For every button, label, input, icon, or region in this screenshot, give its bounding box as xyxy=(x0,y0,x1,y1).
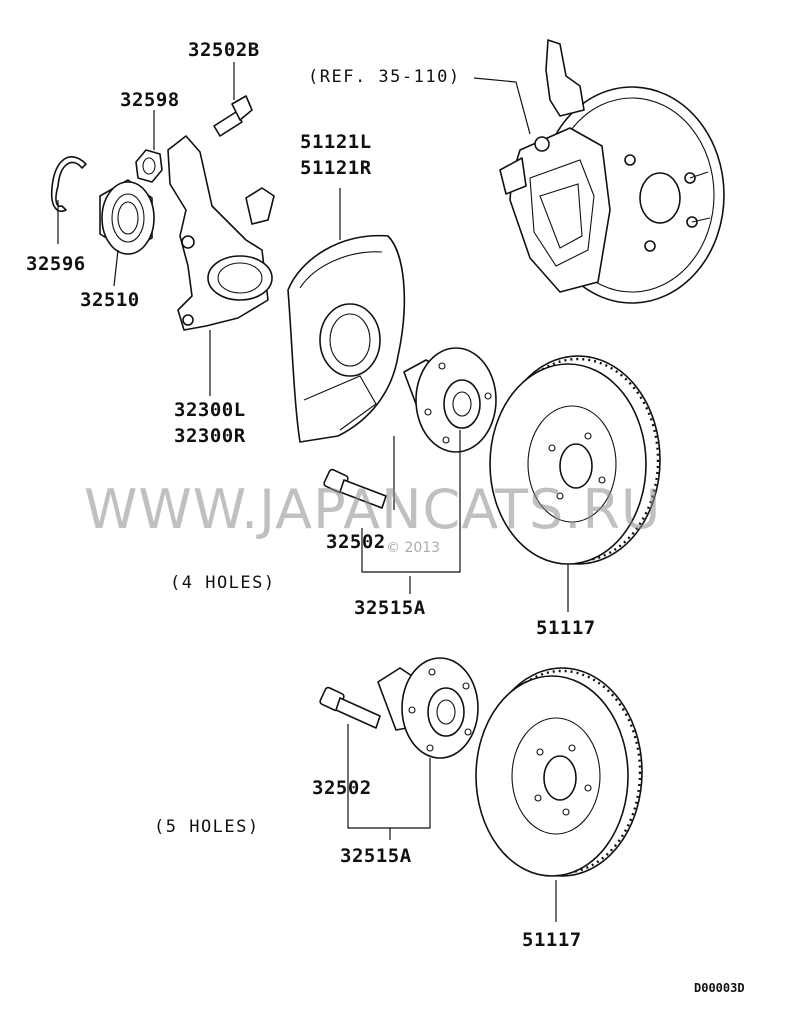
bolt-32502B-illustration xyxy=(213,95,253,137)
snap-ring-illustration xyxy=(50,156,87,212)
note-four-holes: (4 HOLES) xyxy=(170,573,276,593)
hub-4-holes-illustration xyxy=(403,347,497,453)
steering-knuckle-illustration xyxy=(167,135,275,331)
dust-cover-illustration xyxy=(287,234,406,443)
part-label-hub-assy-1: 32515A xyxy=(354,597,426,619)
reference-note: (REF. 35-110) xyxy=(308,67,461,87)
brake-disc-2-illustration xyxy=(475,667,643,877)
part-label-disc-2: 51117 xyxy=(522,929,582,951)
hub-5-holes-illustration xyxy=(377,657,479,759)
lock-nut-illustration xyxy=(135,149,163,183)
wheel-bearing-illustration xyxy=(99,179,155,255)
part-label-snap-ring: 32596 xyxy=(26,253,86,275)
part-label-knuckle-right: 32300R xyxy=(174,425,246,447)
brake-assembly-illustration xyxy=(499,39,725,304)
diagram-code: D00003D xyxy=(694,981,745,995)
brake-disc-1-illustration xyxy=(489,355,661,565)
leader-lines xyxy=(57,62,569,922)
part-label-knuckle-left: 32300L xyxy=(174,399,246,421)
part-label-hub-bolt-1: 32502 xyxy=(326,531,386,553)
part-label-hub-bolt-2: 32502 xyxy=(312,777,372,799)
watermark: WWW.JAPANCATS.RU xyxy=(84,478,661,541)
part-label-disc-1: 51117 xyxy=(536,617,596,639)
hub-bolt-1-illustration xyxy=(323,468,387,509)
part-label-cover-right: 51121R xyxy=(300,157,372,179)
watermark-copyright: © 2013 xyxy=(386,540,440,556)
part-label-bearing: 32510 xyxy=(80,289,140,311)
part-label-bolt-top: 32502B xyxy=(188,39,260,61)
part-label-cover-left: 51121L xyxy=(300,131,372,153)
part-label-hub-assy-2: 32515A xyxy=(340,845,412,867)
note-five-holes: (5 HOLES) xyxy=(154,817,260,837)
part-label-nut: 32598 xyxy=(120,89,180,111)
hub-bolt-2-illustration xyxy=(319,686,381,729)
